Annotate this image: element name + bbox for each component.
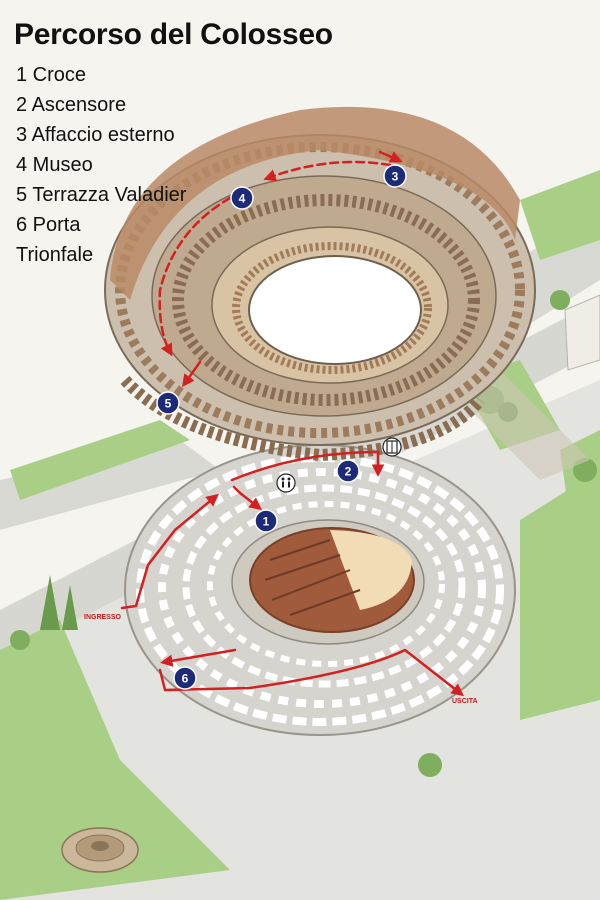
route-to-1: [232, 485, 262, 511]
stop-marker-5[interactable]: 5: [156, 391, 180, 415]
route-upper-to-5: [182, 360, 202, 388]
legend-item-6-cont: Trionfale: [16, 244, 94, 266]
legend-item-2: 2 Ascensore: [16, 94, 127, 116]
stops-legend: 1 Croce 2 Ascensore 3 Affaccio esterno 4…: [16, 60, 206, 270]
legend-item-5: 5 Terrazza Valadier: [16, 184, 187, 206]
colosseum-upper-levels: [104, 106, 536, 462]
route-upper-3-to-4: [263, 160, 392, 182]
map-title: Percorso del Colosseo: [14, 18, 333, 51]
exit-label: USCITA: [452, 698, 478, 705]
stop-marker-6[interactable]: 6: [173, 666, 197, 690]
stop-number-2: 2: [345, 465, 352, 479]
route-to-6: [160, 648, 237, 667]
colosseum-ground-plan: [124, 444, 516, 736]
elevator-icon: [382, 437, 402, 457]
stop-number-3: 3: [392, 170, 399, 184]
stop-marker-2[interactable]: 2: [336, 459, 360, 483]
restroom-icon: [276, 473, 296, 493]
route-upper-4-to-5: [158, 196, 232, 357]
route-entrance: [120, 493, 219, 610]
stop-number-4: 4: [239, 192, 246, 206]
stop-number-1: 1: [263, 515, 270, 529]
stop-number-6: 6: [182, 672, 189, 686]
route-exit: [158, 648, 464, 697]
legend-item-6: 6 Porta: [16, 214, 81, 236]
entrance-label: INGRESSO: [84, 614, 122, 621]
legend-item-3: 3 Affaccio esterno: [16, 124, 175, 146]
meta-sudans-ruin: [61, 827, 139, 873]
legend-item-1: 1 Croce: [16, 64, 87, 86]
route-2-to-elevator: [230, 450, 385, 482]
stop-marker-3[interactable]: 3: [383, 164, 407, 188]
tour-route: [120, 150, 464, 697]
route-upper-3-arrow: [378, 150, 403, 163]
stop-number-5: 5: [165, 397, 172, 411]
legend-item-4: 4 Museo: [16, 154, 93, 176]
stop-marker-1[interactable]: 1: [254, 509, 278, 533]
stop-marker-4[interactable]: 4: [230, 186, 254, 210]
